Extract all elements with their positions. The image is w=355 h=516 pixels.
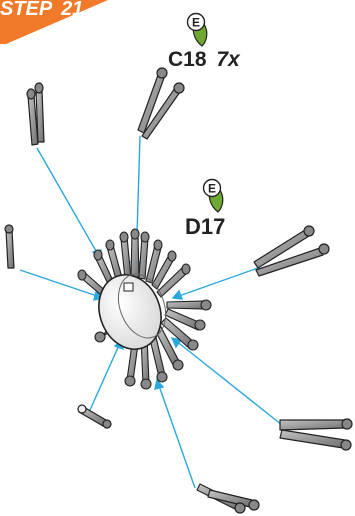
rod-pair — [26, 82, 45, 146]
loose-rods — [4, 67, 353, 514]
part-callout-d17: E D17 — [185, 178, 225, 239]
part-code-text: D17 — [185, 214, 225, 239]
step-prefix: STEP — [0, 0, 53, 20]
part-callout-c18: E C18 7x — [168, 12, 241, 71]
arrowhead — [170, 337, 183, 349]
part-code: C18 — [168, 48, 207, 71]
hub-slot — [123, 282, 134, 292]
part-badge-letter: E — [192, 16, 200, 30]
guide-arrow — [175, 267, 259, 298]
rod-pair — [279, 418, 353, 451]
step-label: STEP 21 — [0, 0, 83, 20]
guide-arrow — [19, 269, 101, 298]
arrowhead — [171, 289, 184, 300]
rod-single — [77, 404, 112, 429]
part-badge-letter: E — [208, 182, 216, 196]
part-code: D17 — [185, 214, 225, 239]
rod-pair — [137, 67, 185, 140]
part-quantity: 7x — [216, 48, 241, 71]
hub-assembly — [77, 228, 212, 390]
arrowhead — [154, 378, 165, 390]
rod-pair — [196, 483, 260, 514]
hub-body — [98, 274, 162, 350]
step-banner: STEP 21 — [0, 0, 108, 44]
step-banner-shape — [0, 0, 108, 44]
guide-arrow — [157, 382, 196, 489]
guide-arrow — [36, 147, 101, 259]
attached-rods — [77, 228, 212, 390]
leaf-icon: E — [202, 178, 224, 213]
rod-pair — [253, 225, 330, 277]
guide-arrow — [89, 342, 121, 411]
hub-rim — [117, 273, 167, 339]
guide-arrow — [174, 339, 283, 426]
step-number: 21 — [60, 0, 83, 20]
part-code-text: C18 7x — [168, 48, 241, 71]
rod-single — [4, 224, 15, 269]
leaf-icon: E — [186, 12, 208, 47]
